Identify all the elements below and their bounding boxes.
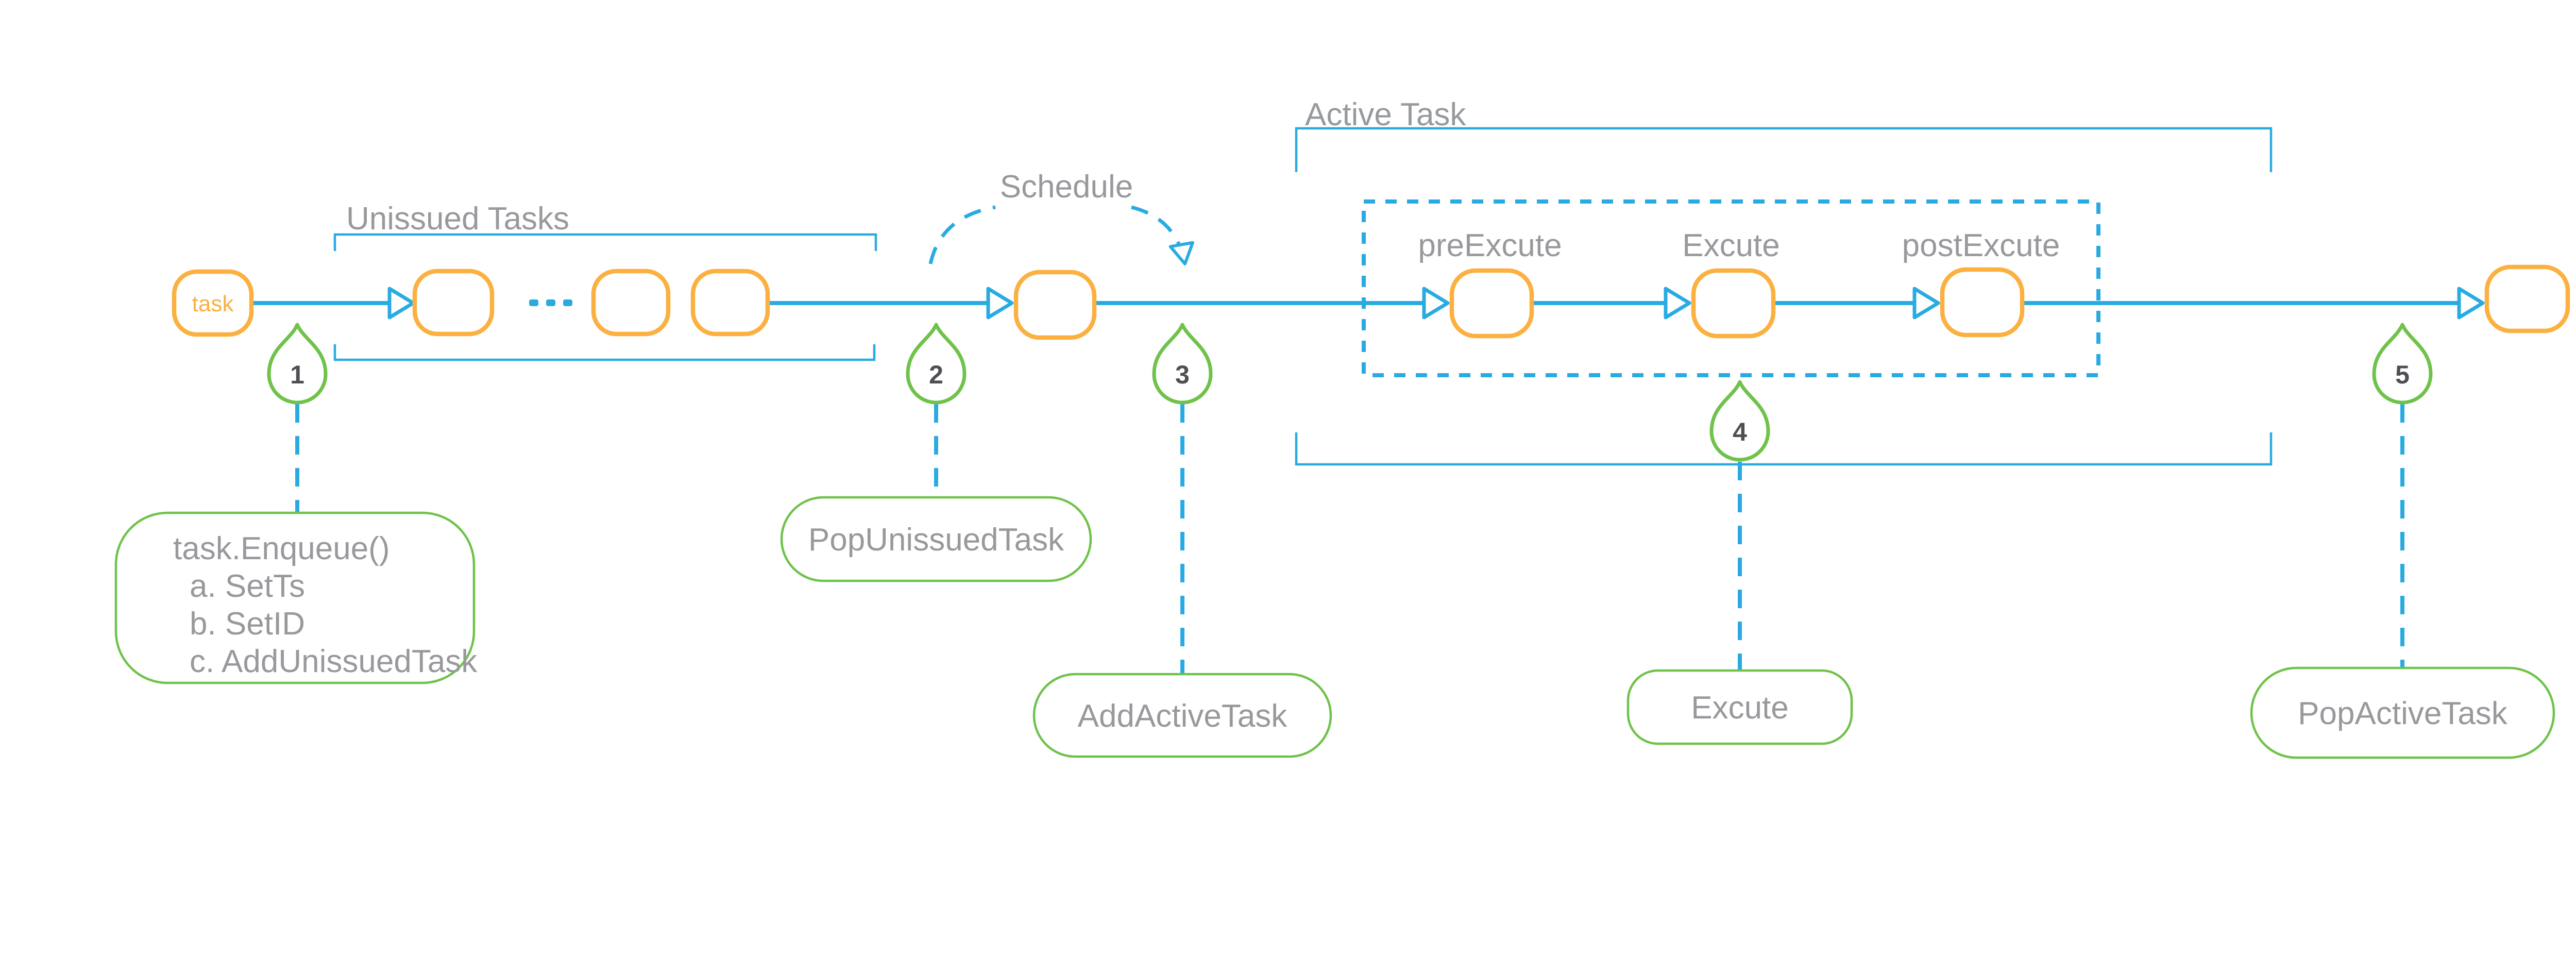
label-pre: preExcute [1418, 228, 1562, 263]
label-exec: Excute [1682, 228, 1780, 263]
schedule-arc-left [928, 205, 996, 264]
callout-pop-unissued-task-label: PopUnissuedTask [808, 522, 1064, 558]
marker-3-number: 3 [1175, 360, 1190, 389]
label-unissued: Unissued Tasks [346, 201, 569, 237]
unissued-tasks-bracket-bottom [333, 344, 876, 361]
callout-task-enqueue-line-4: c. AddUnissuedTask [190, 644, 478, 679]
callout-pop-unissued-task-box [780, 496, 1092, 582]
callout-task-enqueue-box [114, 511, 476, 684]
arrow-pre-to-excute-head [1664, 287, 1691, 320]
unissued-tasks-bracket-top [333, 233, 877, 251]
callout-add-active-task-label: AddActiveTask [1078, 698, 1288, 734]
arrow-excute-to-post-head [1912, 287, 1940, 320]
excute-node [1691, 268, 1776, 339]
marker-3-drop [1152, 323, 1213, 405]
active-task-bracket-bottom [1295, 432, 2273, 466]
marker-4-number: 4 [1733, 417, 1747, 446]
pre-excute-node [1449, 268, 1534, 339]
label-active: Active Task [1305, 97, 1466, 132]
marker-4-drop [1709, 380, 1770, 462]
callout-task-enqueue-line-2: a. SetTs [190, 568, 305, 604]
callout-excute-label: Excute [1691, 690, 1789, 726]
ellipsis-dot-3 [563, 299, 572, 306]
unissued-node-2 [591, 269, 671, 337]
ellipsis-dot-2 [546, 299, 555, 306]
post-excute-node [1940, 267, 2025, 338]
marker-5-drop [2372, 323, 2433, 405]
marker-5-number: 5 [2395, 360, 2410, 389]
unissued-node-3 [690, 269, 770, 337]
schedule-arc-arrowhead [1168, 241, 1195, 265]
label-post: postExcute [1902, 228, 2060, 263]
completed-task-node [2484, 264, 2570, 333]
arrow-post-to-done-head [2457, 287, 2485, 320]
callout-excute-box [1626, 669, 1853, 745]
arrow-task-to-unissued-head [387, 287, 415, 320]
callout-add-active-task-box [1032, 673, 1332, 758]
callout-task-enqueue-line-1: task.Enqueue() [173, 531, 389, 566]
ellipsis-dot-1 [529, 299, 538, 306]
callout-pop-active-task-label: PopActiveTask [2298, 696, 2508, 731]
marker-1-drop [267, 323, 328, 405]
marker-1-number: 1 [290, 360, 304, 389]
schedule-node [1013, 270, 1097, 340]
callout-task-enqueue-line-3: b. SetID [190, 606, 305, 642]
marker-2-drop [906, 323, 967, 405]
arrow-unissued-to-schedule-head [986, 287, 1014, 320]
callout-pop-active-task-box [2250, 666, 2555, 759]
marker-2-number: 2 [929, 360, 943, 389]
active-task-bracket-top [1295, 127, 2273, 172]
task-node-label: task [192, 291, 234, 316]
label-schedule: Schedule [1000, 169, 1133, 205]
arrow-schedule-to-pre-head [1422, 287, 1450, 320]
unissued-node-1 [412, 269, 495, 337]
task-node [172, 269, 254, 337]
